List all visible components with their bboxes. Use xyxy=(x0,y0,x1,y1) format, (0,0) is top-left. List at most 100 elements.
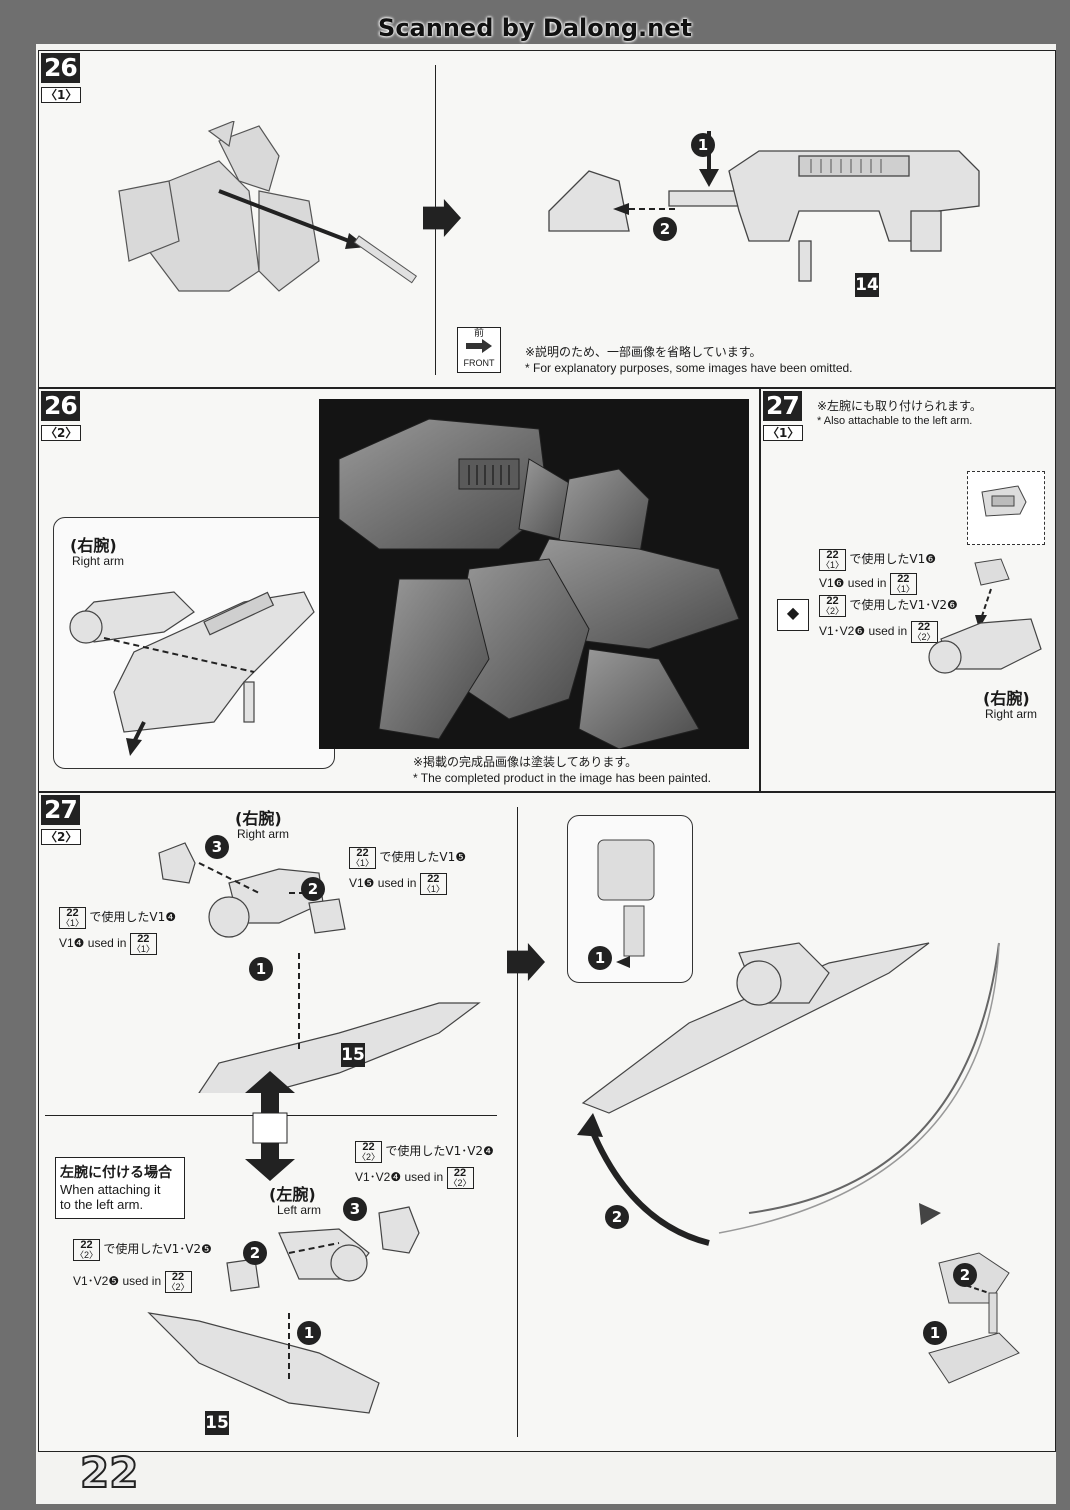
ref2-jp: で使用したV1･V2❻ xyxy=(849,598,958,613)
hand-detail-inset: 1 xyxy=(567,815,693,983)
left-arm-box-jp: 左腕に付ける場合 xyxy=(60,1165,172,1181)
refC-en-line: V1･V2❹ used in 22〈2〉 xyxy=(355,1167,474,1189)
ref2-badge: 22〈2〉 xyxy=(819,595,847,617)
ref1-badge: 22〈1〉 xyxy=(819,549,847,571)
refA-jp: で使用したV1❺ xyxy=(379,850,466,865)
arm-label-jp: (右腕) xyxy=(983,689,1030,708)
part-number-15: 15 xyxy=(341,1043,365,1067)
callout-1: 1 xyxy=(691,133,715,157)
refA-en: V1❺ used in xyxy=(349,876,417,891)
callout-1: 1 xyxy=(249,957,273,981)
swing-callout-2: 2 xyxy=(605,1205,629,1229)
substep-label: 〈1〉 xyxy=(763,425,804,441)
rifle-assembly-illustration xyxy=(548,131,980,282)
arm-label-jp: (右腕) xyxy=(70,536,117,555)
ref2-en-line: V1･V2❻ used in 22〈2〉 xyxy=(819,621,938,643)
callout-3: 3 xyxy=(205,835,229,859)
refD-en-badge: 22〈2〉 xyxy=(164,1271,192,1293)
front-label-en: FRONT xyxy=(463,358,495,368)
left-arm-box-en2: to the left arm. xyxy=(60,1197,144,1212)
attach-callout-1: 1 xyxy=(923,1321,947,1345)
arm-label-en: Right arm xyxy=(985,707,1038,721)
refA-en-badge: 22〈1〉 xyxy=(419,873,447,895)
ref2-en-badge: 22〈2〉 xyxy=(910,621,938,643)
step-27-2-panel: 27 〈2〉 (右腕) Right arm 22〈1〉 で使用したV1❺ V1❺… xyxy=(38,792,1056,1452)
attach-callout-2: 2 xyxy=(953,1263,977,1287)
refC: 22〈2〉 で使用したV1･V2❹ xyxy=(355,1141,494,1163)
right-arm-detail-inset: (右腕) Right arm xyxy=(53,517,335,769)
refB-jp: で使用したV1❹ xyxy=(89,910,176,925)
right-arm-sword-illustration xyxy=(158,842,481,1093)
refD-jp: で使用したV1･V2❺ xyxy=(103,1242,212,1257)
arm-label-en: Right arm xyxy=(72,554,125,568)
gundam-torso-illustration xyxy=(118,121,418,292)
refB-en-line: V1❹ used in 22〈1〉 xyxy=(59,933,157,955)
left-arm-label-en: Left arm xyxy=(277,1203,322,1217)
step-26-2-panel: 26 〈2〉 (右腕) Right arm xyxy=(38,388,760,792)
left-callout-1: 1 xyxy=(297,1321,321,1345)
substep-label: 〈1〉 xyxy=(41,87,82,103)
sword-swing-illustration xyxy=(577,942,1020,1384)
painted-note-en: * The completed product in the image has… xyxy=(413,771,711,785)
left-callout-2: 2 xyxy=(243,1241,267,1265)
arrow-right-icon xyxy=(466,339,492,353)
omitted-note-jp: ※説明のため、一部画像を省略しています。 xyxy=(525,345,762,359)
omitted-note-en: * For explanatory purposes, some images … xyxy=(525,361,853,375)
completed-product-photo xyxy=(319,399,749,749)
refD: 22〈2〉 で使用したV1･V2❺ xyxy=(73,1239,212,1261)
substep-label: 〈2〉 xyxy=(41,829,82,845)
callout-2: 2 xyxy=(301,877,325,901)
refC-badge: 22〈2〉 xyxy=(355,1141,383,1163)
step-number: 27 xyxy=(763,391,802,421)
refB-en: V1❹ used in xyxy=(59,936,127,951)
ref2-en: V1･V2❻ used in xyxy=(819,624,908,639)
left-arm-box: 左腕に付ける場合 When attaching it to the left a… xyxy=(55,1157,185,1219)
right-arm-label-en: Right arm xyxy=(237,827,290,841)
front-label-jp: 前 xyxy=(474,328,484,339)
left-arm-sword-illustration xyxy=(147,1206,420,1414)
part-number-14: 14 xyxy=(855,273,879,297)
left-callout-3: 3 xyxy=(343,1197,367,1221)
refA: 22〈1〉 で使用したV1❺ xyxy=(349,847,466,869)
watermark: Scanned by Dalong.net xyxy=(378,14,692,42)
refC-en-badge: 22〈2〉 xyxy=(446,1167,474,1189)
arm-attachment-illustration xyxy=(928,558,1042,674)
refD-en-line: V1･V2❺ used in 22〈2〉 xyxy=(73,1271,192,1293)
ref1-jp: で使用したV1❻ xyxy=(849,552,936,567)
arm-rifle-illustration xyxy=(69,591,315,756)
left-part-number-15: 15 xyxy=(205,1411,229,1435)
left-arm-box-en1: When attaching it xyxy=(60,1182,161,1197)
front-direction-icon: 前 FRONT xyxy=(457,327,501,373)
refA-badge: 22〈1〉 xyxy=(349,847,377,869)
step-number: 27 xyxy=(41,795,80,825)
ref1-en: V1❻ used in xyxy=(819,576,887,591)
ref1: 22〈1〉 で使用したV1❻ xyxy=(819,549,936,571)
alternate-icon: ◆ xyxy=(777,599,809,631)
step-number: 26 xyxy=(41,53,80,83)
painted-note-jp: ※掲載の完成品画像は塗装してあります。 xyxy=(413,755,638,769)
part-detail-box xyxy=(967,471,1045,545)
inset-callout-1: 1 xyxy=(588,946,612,970)
refD-badge: 22〈2〉 xyxy=(73,1239,101,1261)
refB-badge: 22〈1〉 xyxy=(59,907,87,929)
left-arm-label-jp: (左腕) xyxy=(269,1185,316,1204)
refD-en: V1･V2❺ used in xyxy=(73,1274,162,1289)
callout-2: 2 xyxy=(653,217,677,241)
part-detail-icon xyxy=(981,485,1027,517)
next-arrow-icon xyxy=(507,943,545,981)
step-27-1-panel: 27 〈1〉 ※左腕にも取り付けられます。 * Also attachable … xyxy=(760,388,1056,792)
ref1-en-line: V1❻ used in 22〈1〉 xyxy=(819,573,917,595)
hand-detail-illustration xyxy=(597,839,655,968)
ref1-en-badge: 22〈1〉 xyxy=(889,573,917,595)
left-arm-note-jp: ※左腕にも取り付けられます。 xyxy=(817,399,982,413)
refC-jp: で使用したV1･V2❹ xyxy=(385,1144,494,1159)
refC-en: V1･V2❹ used in xyxy=(355,1170,444,1185)
left-arm-note-en: * Also attachable to the left arm. xyxy=(817,415,973,427)
refB: 22〈1〉 で使用したV1❹ xyxy=(59,907,176,929)
right-arm-label-jp: (右腕) xyxy=(235,809,282,828)
step-26-1-panel: 26 〈1〉 xyxy=(38,50,1056,388)
refB-en-badge: 22〈1〉 xyxy=(129,933,157,955)
ref2: 22〈2〉 で使用したV1･V2❻ xyxy=(819,595,958,617)
page-number: 22 xyxy=(79,1447,139,1498)
swap-arrow-icon xyxy=(245,1071,295,1181)
